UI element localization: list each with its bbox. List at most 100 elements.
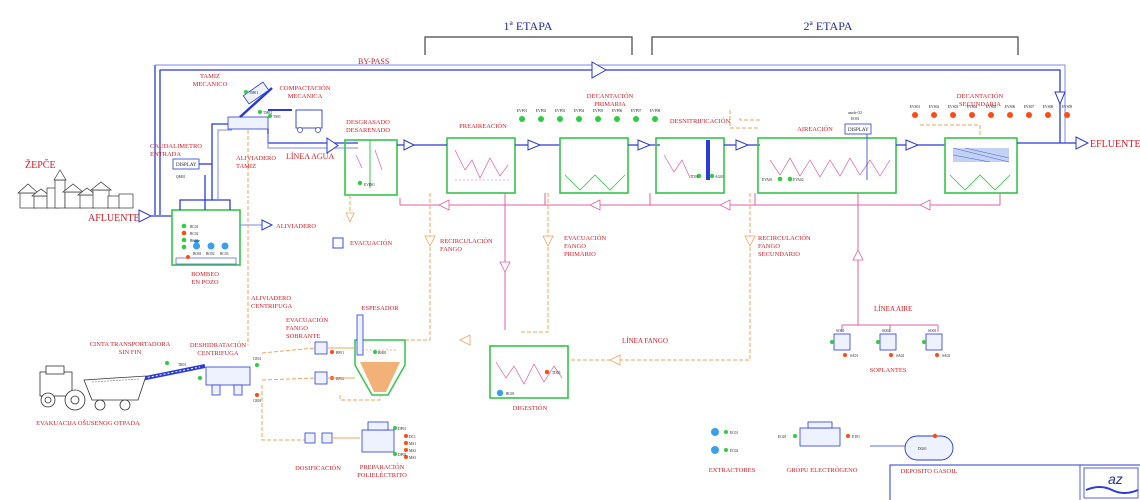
- fuel-tank: DG01 DEPOSITO GASOIL: [870, 433, 958, 475]
- svg-text:EVS02: EVS02: [929, 105, 940, 109]
- preaeration-tank: PREAIREACIÓN: [446, 122, 516, 194]
- svg-text:EVS04: EVS04: [967, 105, 978, 109]
- tag: BC03: [220, 252, 229, 256]
- svg-text:SO02: SO02: [882, 329, 890, 333]
- tag: DP01: [398, 427, 406, 431]
- tag: TS01: [273, 115, 281, 119]
- valve: EVS02: [929, 105, 940, 118]
- tag: BC03: [190, 239, 199, 243]
- bypass-label: BY-PASS: [358, 57, 389, 66]
- svg-text:EVS09: EVS09: [1062, 105, 1073, 109]
- tag: EO01: [851, 117, 860, 121]
- tag: DP02: [398, 453, 406, 457]
- valve: EVS07: [1024, 105, 1035, 118]
- secondary-valves: EVS01 EVS02 EVS03 EVS04 EVS05 EVS06 EVS0…: [910, 105, 1073, 118]
- svg-text:EVS07: EVS07: [1024, 105, 1035, 109]
- svg-text:SA03: SA03: [942, 354, 950, 358]
- svg-text:EVP02: EVP02: [536, 109, 547, 113]
- generator-label: GROPU ELECTRÓGENO: [787, 466, 858, 474]
- tag: BC02: [190, 232, 199, 236]
- tag: AG01: [715, 175, 724, 179]
- svg-text:EVP03: EVP03: [555, 109, 566, 113]
- generator: EG01 ET01 GROPU ELECTRÓGENO: [778, 421, 860, 474]
- tag: BF02: [336, 377, 344, 381]
- valve: EVP08: [650, 109, 661, 122]
- tag: anode O2: [848, 111, 862, 115]
- valve: EVP02: [536, 109, 547, 122]
- tag: TM01: [249, 91, 258, 95]
- digestion-tank: TD03 BG01 DIGESTIÓN: [489, 345, 569, 412]
- svg-text:EVP07: EVP07: [631, 109, 642, 113]
- svg-text:EVS01: EVS01: [910, 105, 921, 109]
- extractors: EC01 EC02 EXTRACTORES: [709, 428, 756, 474]
- tag: MS2: [409, 449, 416, 453]
- thickener-label: ESPESADOR: [361, 305, 399, 312]
- influent-label: AFLUENTE: [88, 213, 140, 224]
- tag: TR01: [178, 363, 186, 367]
- valve: EVS09: [1062, 105, 1073, 118]
- blowers: SO01 SA01 SO02 SA02 SO03 SA03 SOPLANTES: [830, 329, 950, 374]
- tag: DC1: [409, 435, 416, 439]
- tag: CE01: [253, 357, 261, 361]
- svg-text:EVP01: EVP01: [517, 109, 528, 113]
- svg-text:EVP08: EVP08: [650, 109, 661, 113]
- aeration-tank: AIREACIÓN EVA01 EVA02 DISPLAY anode O2 E…: [757, 111, 897, 194]
- tag: CR01: [253, 399, 262, 403]
- svg-text:EC01: EC01: [730, 431, 738, 435]
- air-line: LÍNEA AIRE: [841, 305, 939, 332]
- tag: BH01: [378, 351, 387, 355]
- effluent-label: EFLUENTE: [1090, 139, 1140, 150]
- valve: EVS03: [948, 105, 958, 118]
- stage-bracket-1: 1ª ETAPA: [424, 19, 633, 55]
- svg-text:EVP06: EVP06: [612, 109, 623, 113]
- tag: QM01: [176, 175, 186, 179]
- valve: EVP04: [574, 109, 584, 122]
- aeration-label: AIREACIÓN: [797, 125, 833, 133]
- valve: EVS06: [1005, 105, 1015, 118]
- evacuation-bin: EVACUACIÓN: [332, 237, 392, 249]
- denitrification-label: DESNITRIFICACIÓN: [670, 117, 731, 125]
- display-text: DISPLAY: [848, 128, 869, 133]
- dosing-label: DOSIFICACIÓN: [295, 464, 341, 472]
- primary-valves: EVP01 EVP02 EVP03 EVP04 EVP05 EVP06 EVP0…: [517, 109, 661, 122]
- dosing-pumps: DOSIFICACIÓN: [295, 432, 360, 472]
- town-icon: [17, 169, 134, 209]
- fuel-tank-label: DEPOSITO GASOIL: [901, 468, 958, 475]
- tag: BF01: [336, 351, 344, 355]
- stage-bracket-2: 2ª ETAPA: [651, 19, 1019, 55]
- tag: MS3: [409, 456, 416, 460]
- recirculation-lines: [399, 193, 1001, 330]
- tag: BO01: [193, 252, 202, 256]
- overflow-label: ALIVIADERO: [276, 223, 316, 230]
- tag: EVA02: [793, 178, 804, 182]
- tag: BC01: [190, 225, 199, 229]
- tag: EVD01: [364, 183, 375, 187]
- valve: EVP01: [517, 109, 528, 122]
- evacuation-label: EVACUACIÓN: [350, 239, 392, 247]
- denitrification-tank: DESNITRIFICACIÓN TD01 AG01: [655, 117, 731, 194]
